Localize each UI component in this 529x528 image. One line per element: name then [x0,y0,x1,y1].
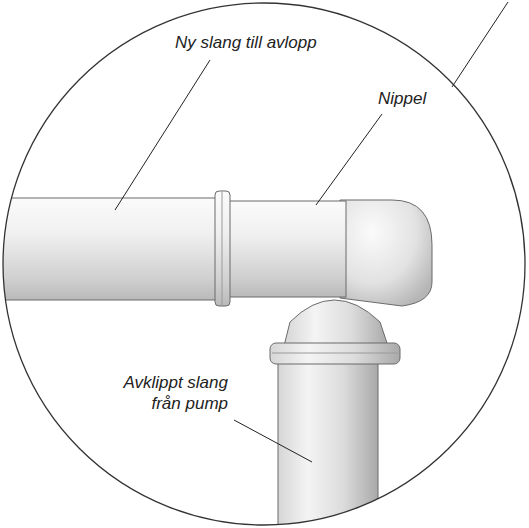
nipple-coupling [228,201,346,297]
vertical-hose [278,360,378,528]
leader-line [316,114,382,205]
leader-line [234,420,312,462]
nipple-ring [215,191,230,306]
horizontal-hose [0,198,217,300]
part-label: Ny slang till avlopp [175,32,375,53]
leader-line [452,2,508,87]
ring-edge [222,192,223,305]
leader-line [115,60,210,210]
elbow-cone [284,300,388,346]
part-label: Nippel [378,88,458,109]
nipple-ring [270,343,400,364]
detail-circle [3,3,525,525]
ring-edge [272,353,398,354]
part-label: Avklippt slang från pump [98,372,228,414]
elbow-body [340,200,432,306]
